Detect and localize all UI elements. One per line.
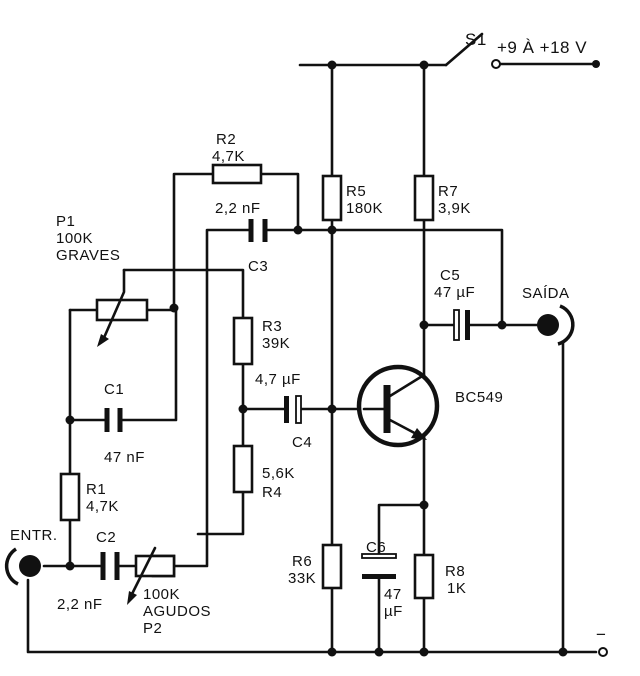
capacitor-c3: [248, 219, 268, 242]
r7-value: 3,9K: [438, 200, 471, 217]
c2-value: 2,2 nF: [57, 596, 103, 613]
junctions: [65, 59, 608, 657]
r2-value: 4,7K: [212, 148, 245, 165]
c4-value: 4,7 µF: [255, 371, 301, 388]
r1-value: 4,7K: [86, 498, 119, 515]
input-label: ENTR.: [10, 527, 58, 544]
resistor-r5: [321, 174, 343, 222]
supply-voltage: +9 À +18 V: [497, 38, 587, 57]
c6-wire: [377, 503, 426, 654]
c6-value-bottom: µF: [384, 603, 403, 620]
potentiometer-p1: [95, 268, 149, 347]
c3-ref: C3: [248, 258, 268, 275]
capacitor-c1: [104, 408, 123, 432]
c2-ref: C2: [96, 529, 116, 546]
p1-value: 100K: [56, 230, 93, 247]
r5-value: 180K: [346, 200, 383, 217]
p1-wiper-wire: [122, 268, 245, 320]
c5-ref: C5: [440, 267, 460, 284]
r3-value: 39K: [262, 335, 290, 352]
r1-ref: R1: [86, 481, 106, 498]
resistor-r1: [59, 472, 81, 522]
capacitor-c4: [284, 395, 302, 424]
c3-feedback-row: [205, 228, 504, 536]
p2-ref: P2: [143, 620, 162, 637]
r6-value: 33K: [288, 570, 316, 587]
c5-value: 47 µF: [434, 284, 475, 301]
wires: [26, 32, 598, 654]
output-label: SAÍDA: [522, 285, 570, 302]
p2-wire: [172, 532, 209, 568]
r4-ref: R4: [262, 484, 282, 501]
r3-ref: R3: [262, 318, 282, 335]
ground-rail: [26, 578, 598, 654]
resistor-r4: [232, 444, 254, 494]
r4-value: 5,6K: [262, 465, 295, 482]
resistor-r7: [413, 174, 435, 222]
c1-row-wire: [68, 308, 178, 422]
c4-ref: C4: [292, 434, 312, 451]
input-jack: [4, 547, 41, 586]
labels: S1 +9 À +18 V R2 4,7K 2,2 nF C3 R5 180K …: [10, 30, 606, 644]
r8-ref: R8: [445, 563, 465, 580]
resistor-r8: [413, 553, 435, 600]
r7-ref: R7: [438, 183, 458, 200]
resistor-r2: [211, 163, 263, 185]
p2-value: 100K: [143, 586, 180, 603]
ground-label: −: [596, 625, 606, 644]
resistor-r3: [232, 316, 254, 366]
resistor-r6: [321, 543, 343, 590]
c6-ref: C6: [366, 539, 386, 556]
capacitor-c5: [453, 309, 470, 341]
switch-ref: S1: [465, 30, 487, 49]
c3-value: 2,2 nF: [215, 200, 261, 217]
transistor-bc549: [356, 364, 440, 448]
p1-function: GRAVES: [56, 247, 120, 264]
switch-s1-blade: [444, 32, 484, 67]
p2-function: AGUDOS: [143, 603, 211, 620]
c1-value: 47 nF: [104, 449, 145, 466]
r2-feedback-loop: [172, 172, 300, 310]
potentiometer-p2: [127, 546, 176, 605]
r5-ref: R5: [346, 183, 366, 200]
capacitor-c6: [361, 553, 397, 579]
r8-value: 1K: [447, 580, 466, 597]
capacitor-c2: [100, 552, 120, 580]
r2-ref: R2: [216, 131, 236, 148]
c6-value-top: 47: [384, 586, 402, 603]
p1-ref: P1: [56, 213, 75, 230]
r6-ref: R6: [292, 553, 312, 570]
output-jack: [537, 304, 575, 346]
transistor-part: BC549: [455, 389, 503, 406]
c1-ref: C1: [104, 381, 124, 398]
